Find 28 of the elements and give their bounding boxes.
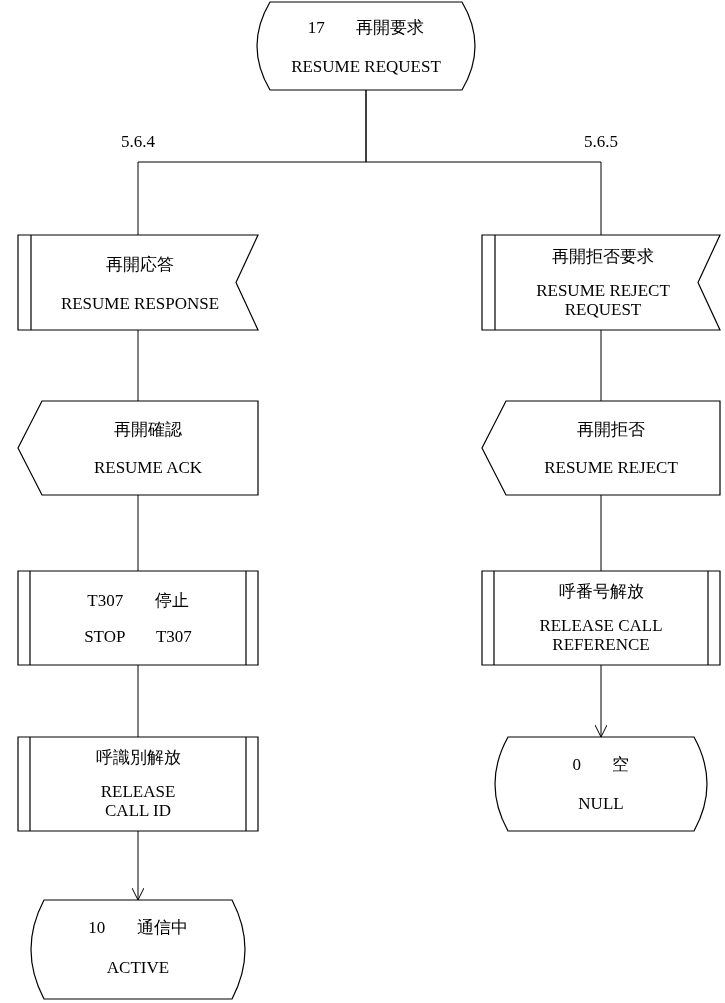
symbol-label: NULL: [578, 794, 624, 813]
symbol-label: RESUME REJECT REQUEST: [535, 281, 671, 320]
symbol-label: RESUME REJECT: [544, 458, 678, 478]
symbol-heading: 10 通信中: [88, 918, 188, 938]
symbol-label: RESUME REQUEST: [291, 57, 441, 76]
symbol-heading: 再開拒否要求: [552, 246, 654, 266]
connector-line: [600, 329, 602, 402]
connector-line: [137, 664, 139, 738]
arrow: [594, 664, 608, 738]
symbol-heading: 再開応答: [106, 255, 174, 274]
symbol-heading: 0 空: [572, 755, 630, 774]
connector-line: [137, 494, 139, 572]
connector-line: [600, 494, 602, 572]
symbol-heading: 呼識別解放: [95, 748, 181, 768]
symbol-heading: 呼番号解放: [558, 582, 644, 602]
symbol-label: STOP T307: [84, 627, 192, 647]
connector-line: [365, 89, 602, 236]
symbol-label: RELEASE CALL REFERENCE: [538, 615, 664, 654]
symbol-label: RESUME ACK: [93, 458, 203, 478]
symbol-heading: 17 再開要求: [307, 18, 425, 37]
symbol-heading: T307 停止: [87, 591, 189, 611]
symbol-heading: 再開拒否: [577, 420, 645, 440]
symbol-label: RESUME RESPONSE: [60, 294, 220, 313]
arrow: [131, 830, 145, 901]
connector-line: [137, 329, 139, 402]
symbol-label: RELEASE CALL ID: [99, 781, 177, 820]
symbol-heading: 再開確認: [114, 420, 182, 440]
symbol-label: ACTIVE: [106, 958, 170, 978]
